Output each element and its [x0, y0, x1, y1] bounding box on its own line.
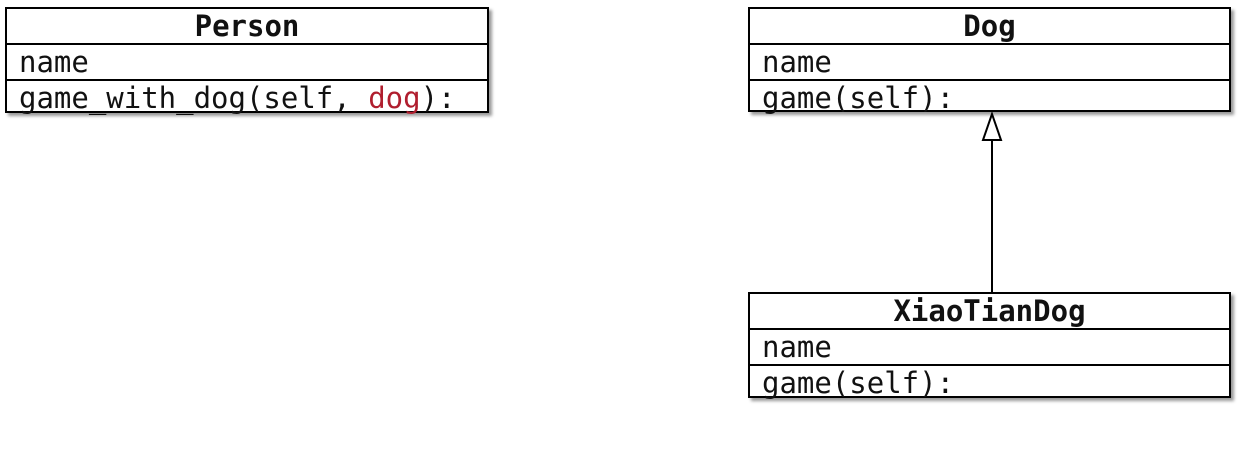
class-box-dog: Dog name game(self):	[748, 7, 1231, 115]
hollow-triangle-arrowhead	[981, 110, 1003, 141]
attribute-name: name	[762, 45, 832, 79]
class-box-xiaotiandog: XiaoTianDog name game(self):	[748, 292, 1231, 400]
method-text-after: ):	[420, 81, 456, 115]
attribute-name: name	[762, 330, 832, 364]
class-title-dog: Dog	[963, 9, 1016, 43]
attribute-name: name	[19, 45, 89, 79]
method-row-dog: game(self):	[750, 79, 1229, 115]
class-title-xiaotiandog: XiaoTianDog	[893, 294, 1086, 328]
class-title-person: Person	[194, 9, 300, 43]
method-param-dog: dog	[368, 81, 421, 115]
method-text: game(self):	[762, 81, 955, 115]
attribute-row-xiaotiandog: name	[750, 328, 1229, 364]
method-text: game(self):	[762, 366, 955, 400]
method-row-person: game_with_dog(self, dog):	[7, 79, 487, 115]
attribute-row-dog: name	[750, 43, 1229, 79]
attribute-row-person: name	[7, 43, 487, 79]
method-text-before: game_with_dog(self,	[19, 81, 369, 115]
class-box-person: Person name game_with_dog(self, dog):	[5, 7, 489, 115]
method-row-xiaotiandog: game(self):	[750, 364, 1229, 400]
